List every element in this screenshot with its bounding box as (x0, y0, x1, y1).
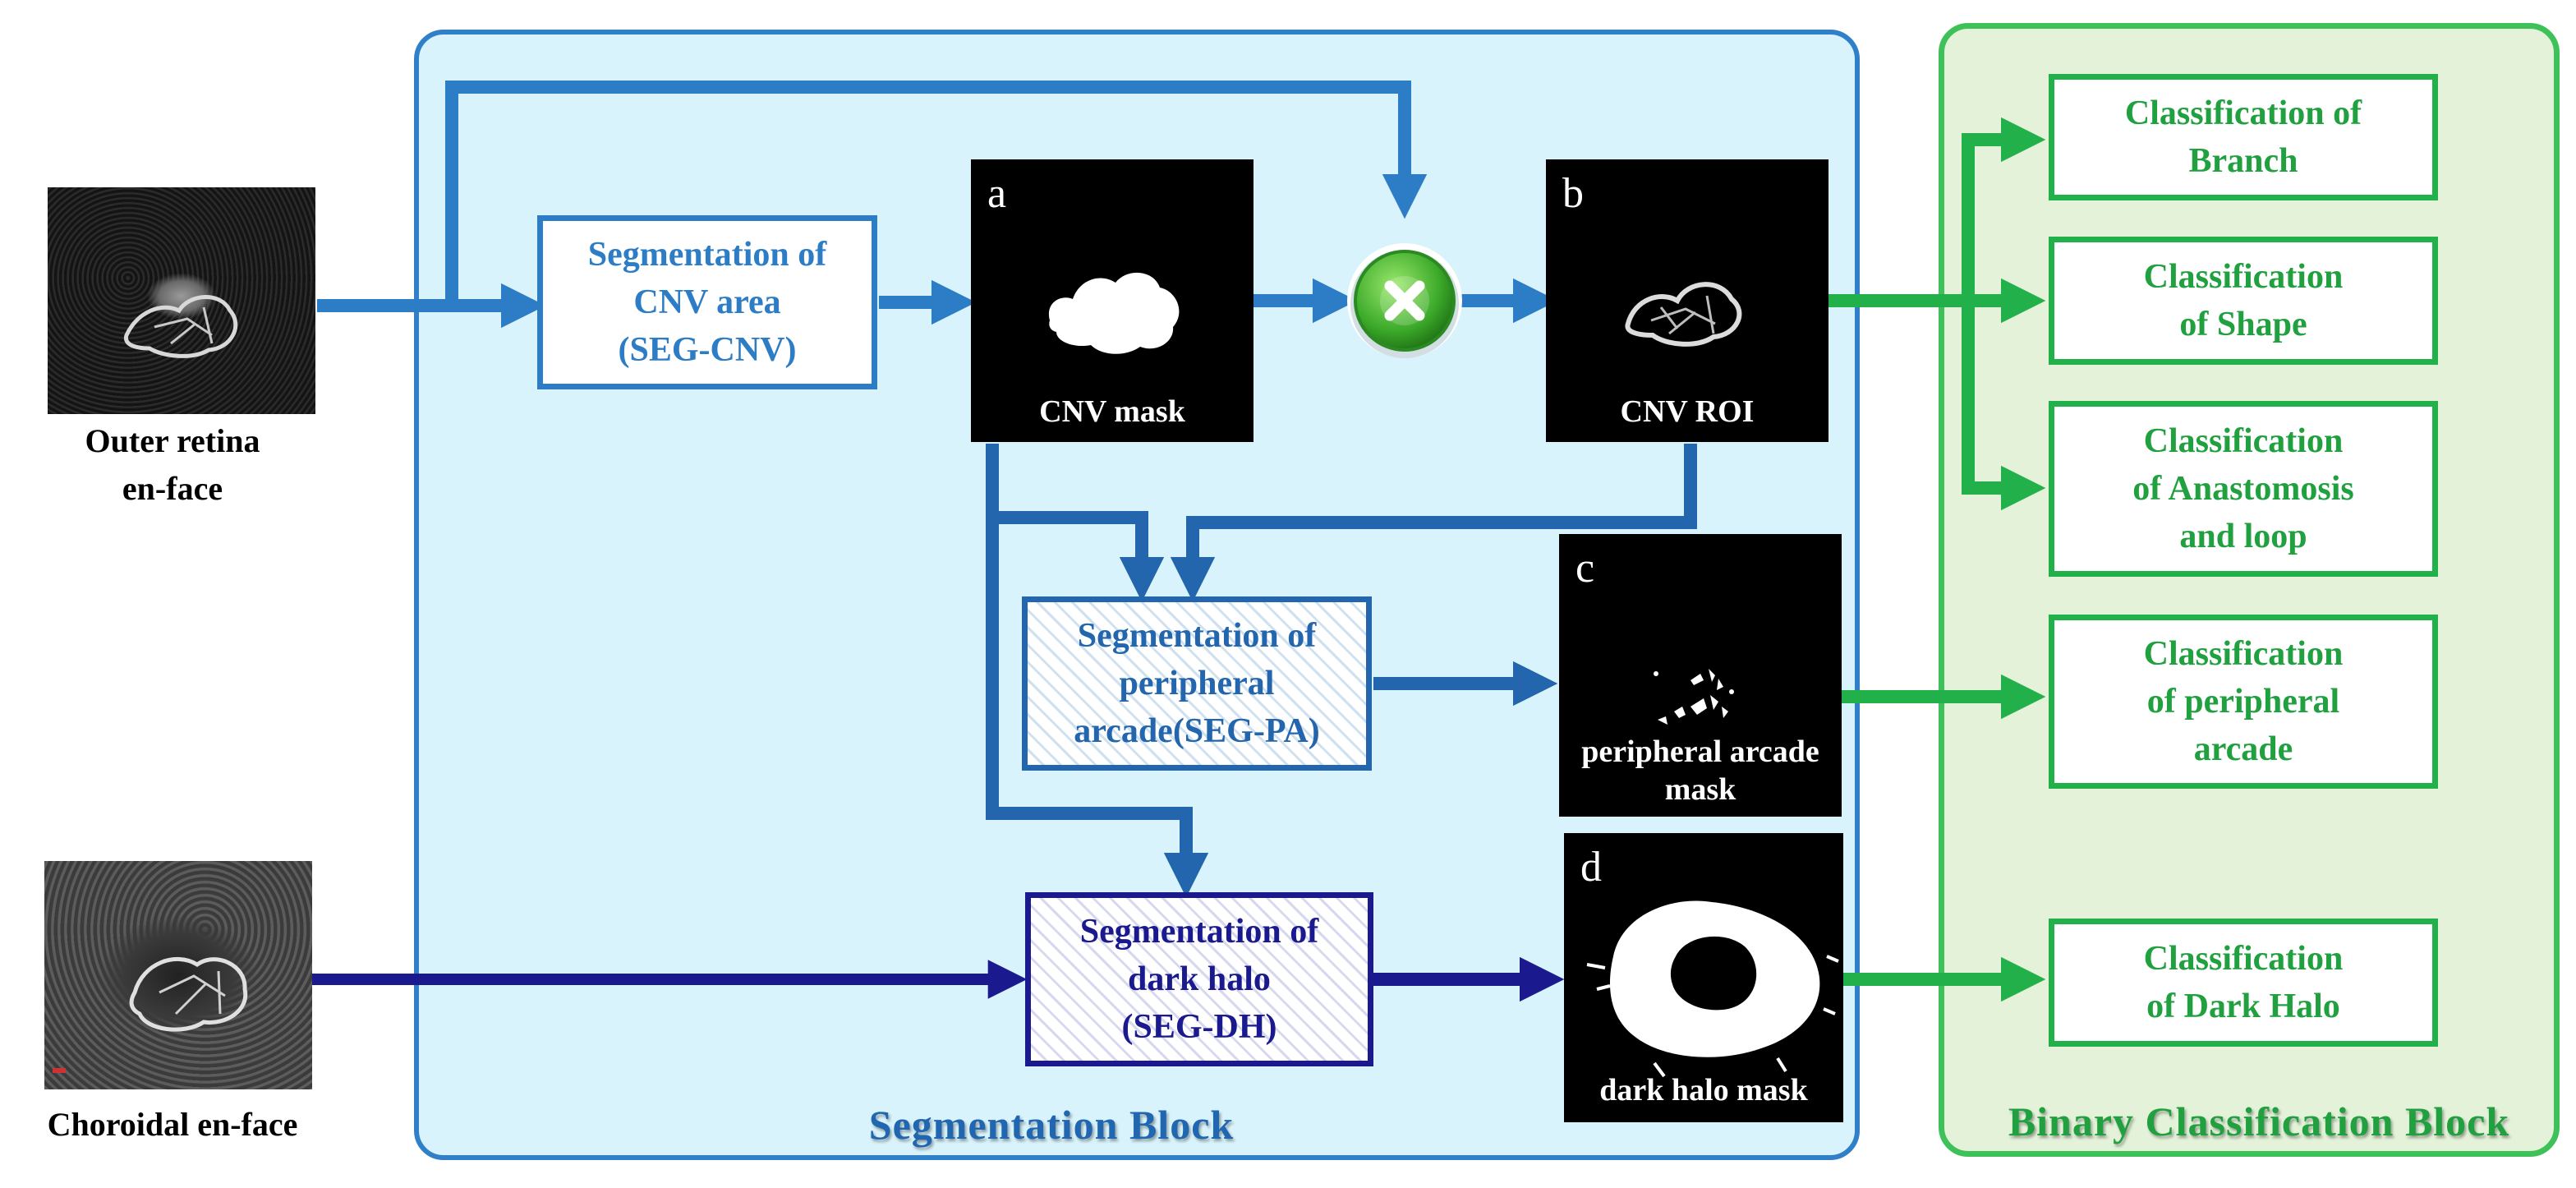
segmentation-block-title: Segmentation Block (868, 1102, 1235, 1148)
classification-branch-box: Classification of Branch (2049, 74, 2438, 200)
arrow-roi-to-anastomosis (1962, 301, 2046, 511)
arrow-mask-to-seg-dh (986, 518, 1209, 898)
choroidal-label: Choroidal en-face (47, 1106, 298, 1143)
cnv-mask-caption: CNV mask (1039, 394, 1185, 429)
cnv-roi-caption: CNV ROI (1620, 394, 1755, 429)
classification-block-title: Binary Classification Block (2008, 1098, 2510, 1144)
classification-shape-box: Classification of Shape (2049, 237, 2438, 365)
outer-retina-cnv-vessels (123, 295, 238, 358)
peripheral-arcade-mask-panel: c peripheral arcade mask (1559, 534, 1842, 817)
panel-letter-d: d (1580, 844, 1602, 891)
seg-cnv-box: Segmentation of CNV area (SEG-CNV) (537, 215, 877, 389)
dark-halo-ring (1586, 900, 1839, 1078)
peripheral-arcade-mask-caption: peripheral arcade mask (1581, 734, 1819, 807)
dark-halo-mask-panel: d dark halo mask (1564, 833, 1843, 1122)
cnv-mask-panel: a CNV mask (971, 159, 1254, 442)
arrow-input-to-multiply (445, 81, 1428, 306)
arrow-mask-to-seg-pa (986, 444, 1165, 602)
classification-anastomosis-box: Classification of Anastomosis and loop (2049, 401, 2438, 577)
multiply-icon (1347, 243, 1462, 358)
classification-dark-halo-box: Classification of Dark Halo (2049, 919, 2438, 1047)
choroidal-cnv-vessels (53, 956, 248, 1073)
seg-pa-box: Segmentation of peripheral arcade(SEG-PA… (1022, 596, 1372, 771)
arrow-roi-to-seg-pa (1170, 444, 1697, 602)
choroidal-enface-image (44, 861, 312, 1089)
peripheral-arcade-dots (1654, 669, 1734, 725)
panel-letter-a: a (987, 170, 1007, 217)
outer-retina-label: Outer retina en-face (85, 422, 260, 507)
panel-letter-c: c (1576, 545, 1595, 592)
seg-dh-box: Segmentation of dark halo (SEG-DH) (1025, 892, 1373, 1066)
outer-retina-enface-image (48, 187, 315, 414)
cnv-mask-shape (1048, 272, 1180, 354)
cnv-roi-panel: b CNV ROI (1546, 159, 1828, 442)
classification-peripheral-arcade-box: Classification of peripheral arcade (2049, 615, 2438, 789)
cnv-roi-vessels (1625, 282, 1742, 347)
panel-letter-b: b (1562, 170, 1584, 217)
dark-halo-mask-caption: dark halo mask (1599, 1073, 1808, 1107)
arrow-roi-to-branch (1962, 117, 2046, 301)
